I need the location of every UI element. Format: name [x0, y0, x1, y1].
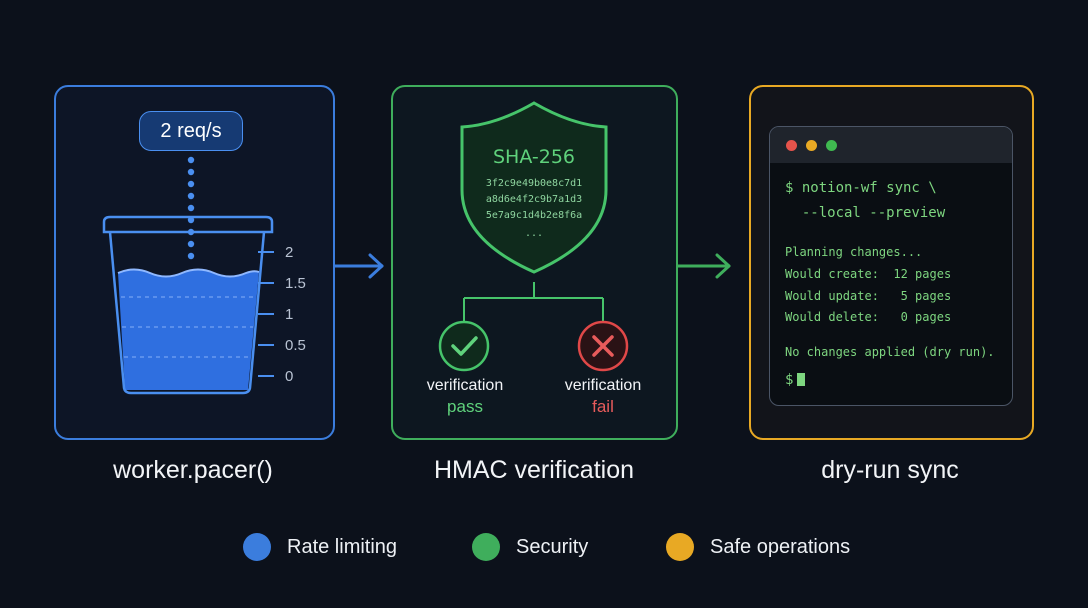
legend-dot-icon	[243, 533, 271, 561]
drip-dots	[187, 156, 195, 260]
cursor-icon	[797, 373, 806, 386]
check-icon	[438, 320, 490, 372]
terminal-window: $ notion-wf sync \ --local --preview Pla…	[769, 126, 1013, 406]
safe-panel-caption: dry-run sync	[821, 456, 959, 484]
fail-status: fail	[592, 397, 614, 416]
legend-item-safe-operations: Safe operations	[666, 533, 850, 561]
legend-item-security: Security	[472, 533, 588, 561]
arrow-right-icon	[333, 253, 384, 279]
close-dot-icon[interactable]	[786, 140, 797, 151]
legend-dot-icon	[666, 533, 694, 561]
legend-dot-icon	[472, 533, 500, 561]
pass-status: pass	[447, 397, 483, 416]
arrow-right-icon	[676, 253, 731, 279]
maximize-dot-icon[interactable]	[826, 140, 837, 151]
tick-label: 1.5	[285, 275, 306, 292]
terminal-command: --local --preview	[785, 205, 946, 221]
rate-badge: 2 req/s	[139, 111, 243, 151]
terminal-command: $ notion-wf sync \	[785, 180, 937, 196]
tick-label: 1	[285, 306, 294, 323]
hash-line: 3f2c9e49b0e8c7d1	[486, 178, 582, 189]
terminal-output: Planning changes...	[785, 245, 923, 259]
water-fill	[118, 269, 259, 390]
minimize-dot-icon[interactable]	[806, 140, 817, 151]
legend-label: Rate limiting	[287, 535, 398, 558]
terminal-output: Would create: 12 pages	[785, 267, 952, 281]
hash-line: 5e7a9c1d4b2e8f6a	[486, 210, 582, 221]
shield-title: SHA-256	[493, 146, 575, 168]
legend-label: Safe operations	[710, 535, 851, 558]
terminal-output: Would delete: 0 pages	[785, 310, 952, 324]
rate-panel-caption: worker.pacer()	[113, 456, 273, 484]
verification-fail-label: verification fail	[543, 375, 663, 417]
tick-label: 0	[285, 368, 294, 385]
verification-label: verification	[426, 377, 504, 394]
terminal-result: No changes applied (dry run).	[785, 345, 995, 359]
hash-line: a8d6e4f2c9b7a1d3	[486, 194, 582, 205]
tick-label: 2	[285, 244, 294, 261]
prompt-symbol: $	[785, 372, 794, 388]
x-icon	[577, 320, 629, 372]
tick-label: 0.5	[285, 337, 306, 354]
legend-item-rate-limiting: Rate limiting	[243, 533, 397, 561]
terminal-output: Would update: 5 pages	[785, 289, 952, 303]
security-panel-caption: HMAC verification	[433, 456, 635, 484]
terminal-titlebar	[770, 127, 1012, 163]
legend-label: Security	[516, 535, 589, 558]
verification-pass-label: verification pass	[405, 375, 525, 417]
verification-label: verification	[564, 377, 642, 394]
hash-line: ...	[525, 228, 543, 239]
terminal-prompt: $	[785, 372, 806, 388]
